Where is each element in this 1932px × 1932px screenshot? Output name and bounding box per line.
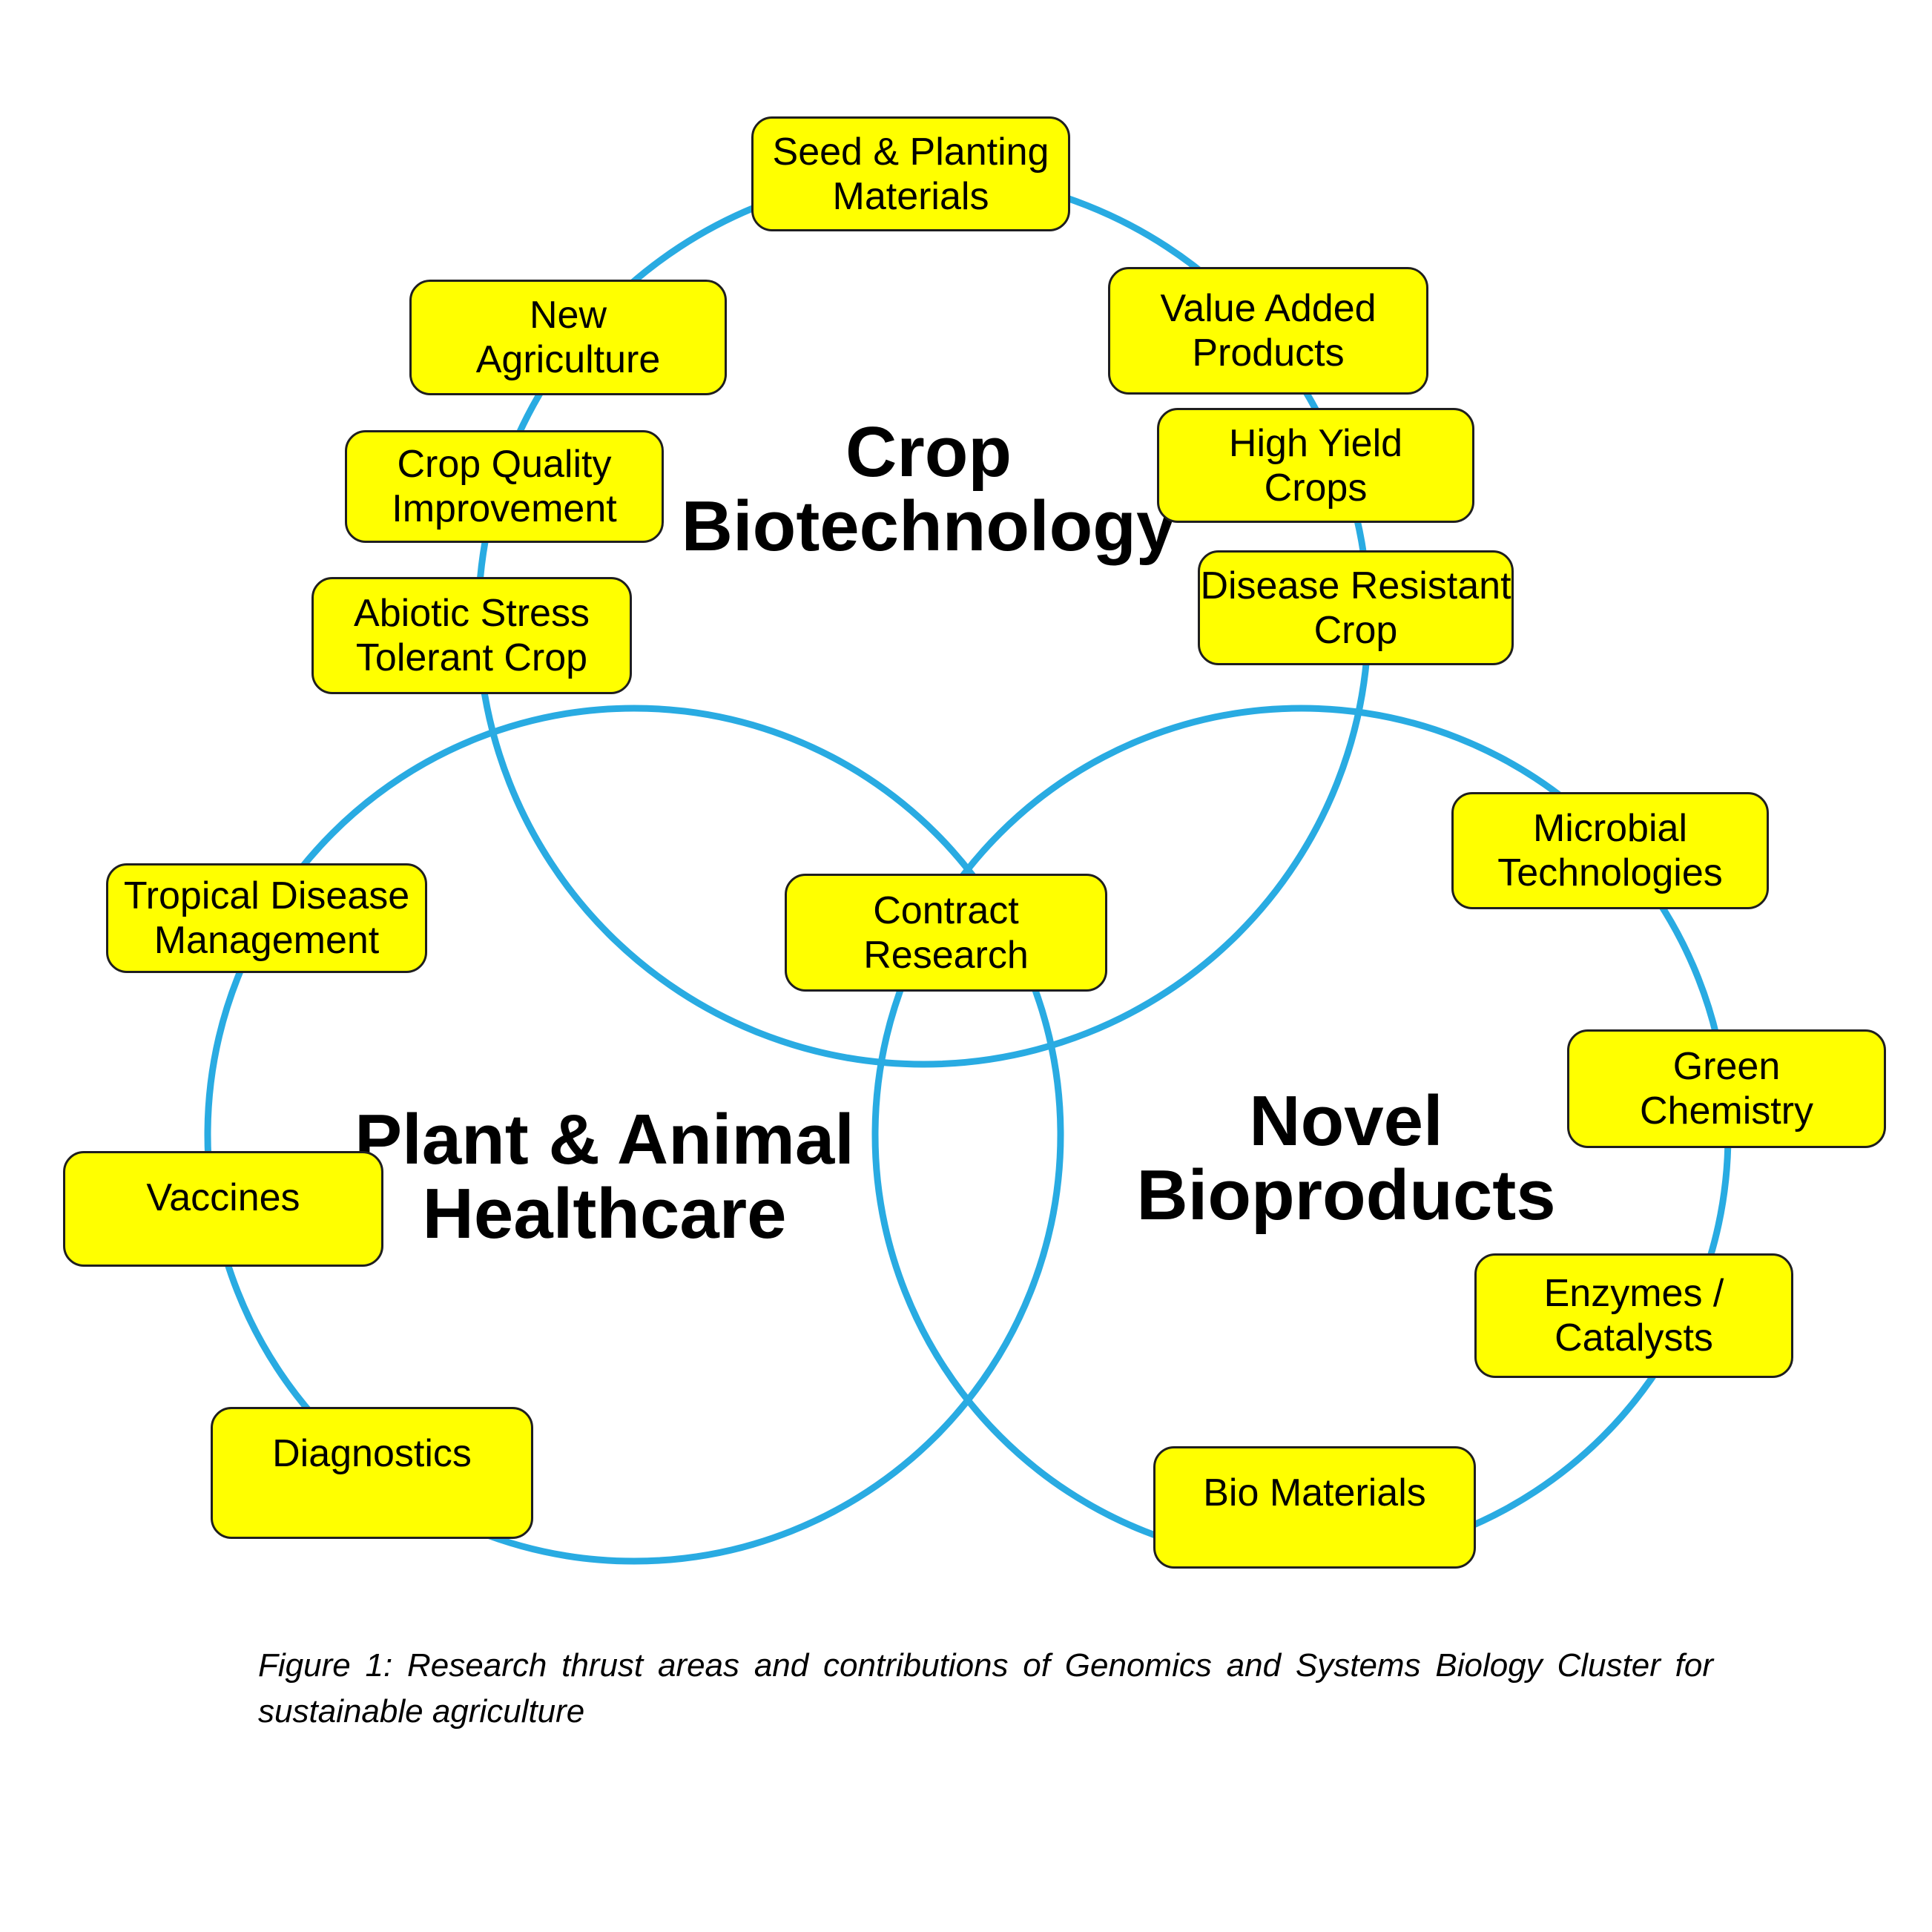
node-microbial-technologies: Microbial Technologies — [1451, 792, 1769, 909]
node-new-agriculture: New Agriculture — [409, 280, 727, 395]
figure-caption-line1: Figure 1: Research thrust areas and cont… — [258, 1647, 1713, 1684]
node-contract-research: Contract Research — [785, 874, 1107, 992]
cluster-title-plant-animal-healthcare: Plant & Animal Healthcare — [355, 1100, 854, 1253]
node-seed-planting-materials: Seed & Planting Materials — [751, 116, 1070, 231]
cluster-title-crop-biotechnology: Crop Biotechnology — [681, 412, 1176, 566]
node-diagnostics: Diagnostics — [211, 1407, 533, 1539]
node-green-chemistry: Green Chemistry — [1567, 1029, 1886, 1148]
node-crop-quality-improvement: Crop Quality Improvement — [345, 430, 664, 543]
figure-caption: Figure 1: Research thrust areas and cont… — [258, 1643, 1713, 1735]
node-disease-resistant-crop: Disease Resistant Crop — [1198, 550, 1514, 665]
plant-animal-healthcare-circle — [204, 705, 1064, 1565]
figure-caption-line2: sustainable agriculture — [258, 1693, 585, 1730]
node-bio-materials: Bio Materials — [1153, 1446, 1476, 1569]
node-enzymes-catalysts: Enzymes / Catalysts — [1474, 1253, 1793, 1378]
node-value-added-products: Value Added Products — [1108, 267, 1428, 395]
node-abiotic-stress-tolerant-crop: Abiotic Stress Tolerant Crop — [311, 577, 632, 694]
node-high-yield-crops: High Yield Crops — [1157, 408, 1474, 523]
node-vaccines: Vaccines — [63, 1151, 383, 1267]
node-tropical-disease-management: Tropical Disease Management — [106, 863, 427, 973]
cluster-title-novel-bioproducts: Novel Bioproducts — [1136, 1081, 1556, 1235]
